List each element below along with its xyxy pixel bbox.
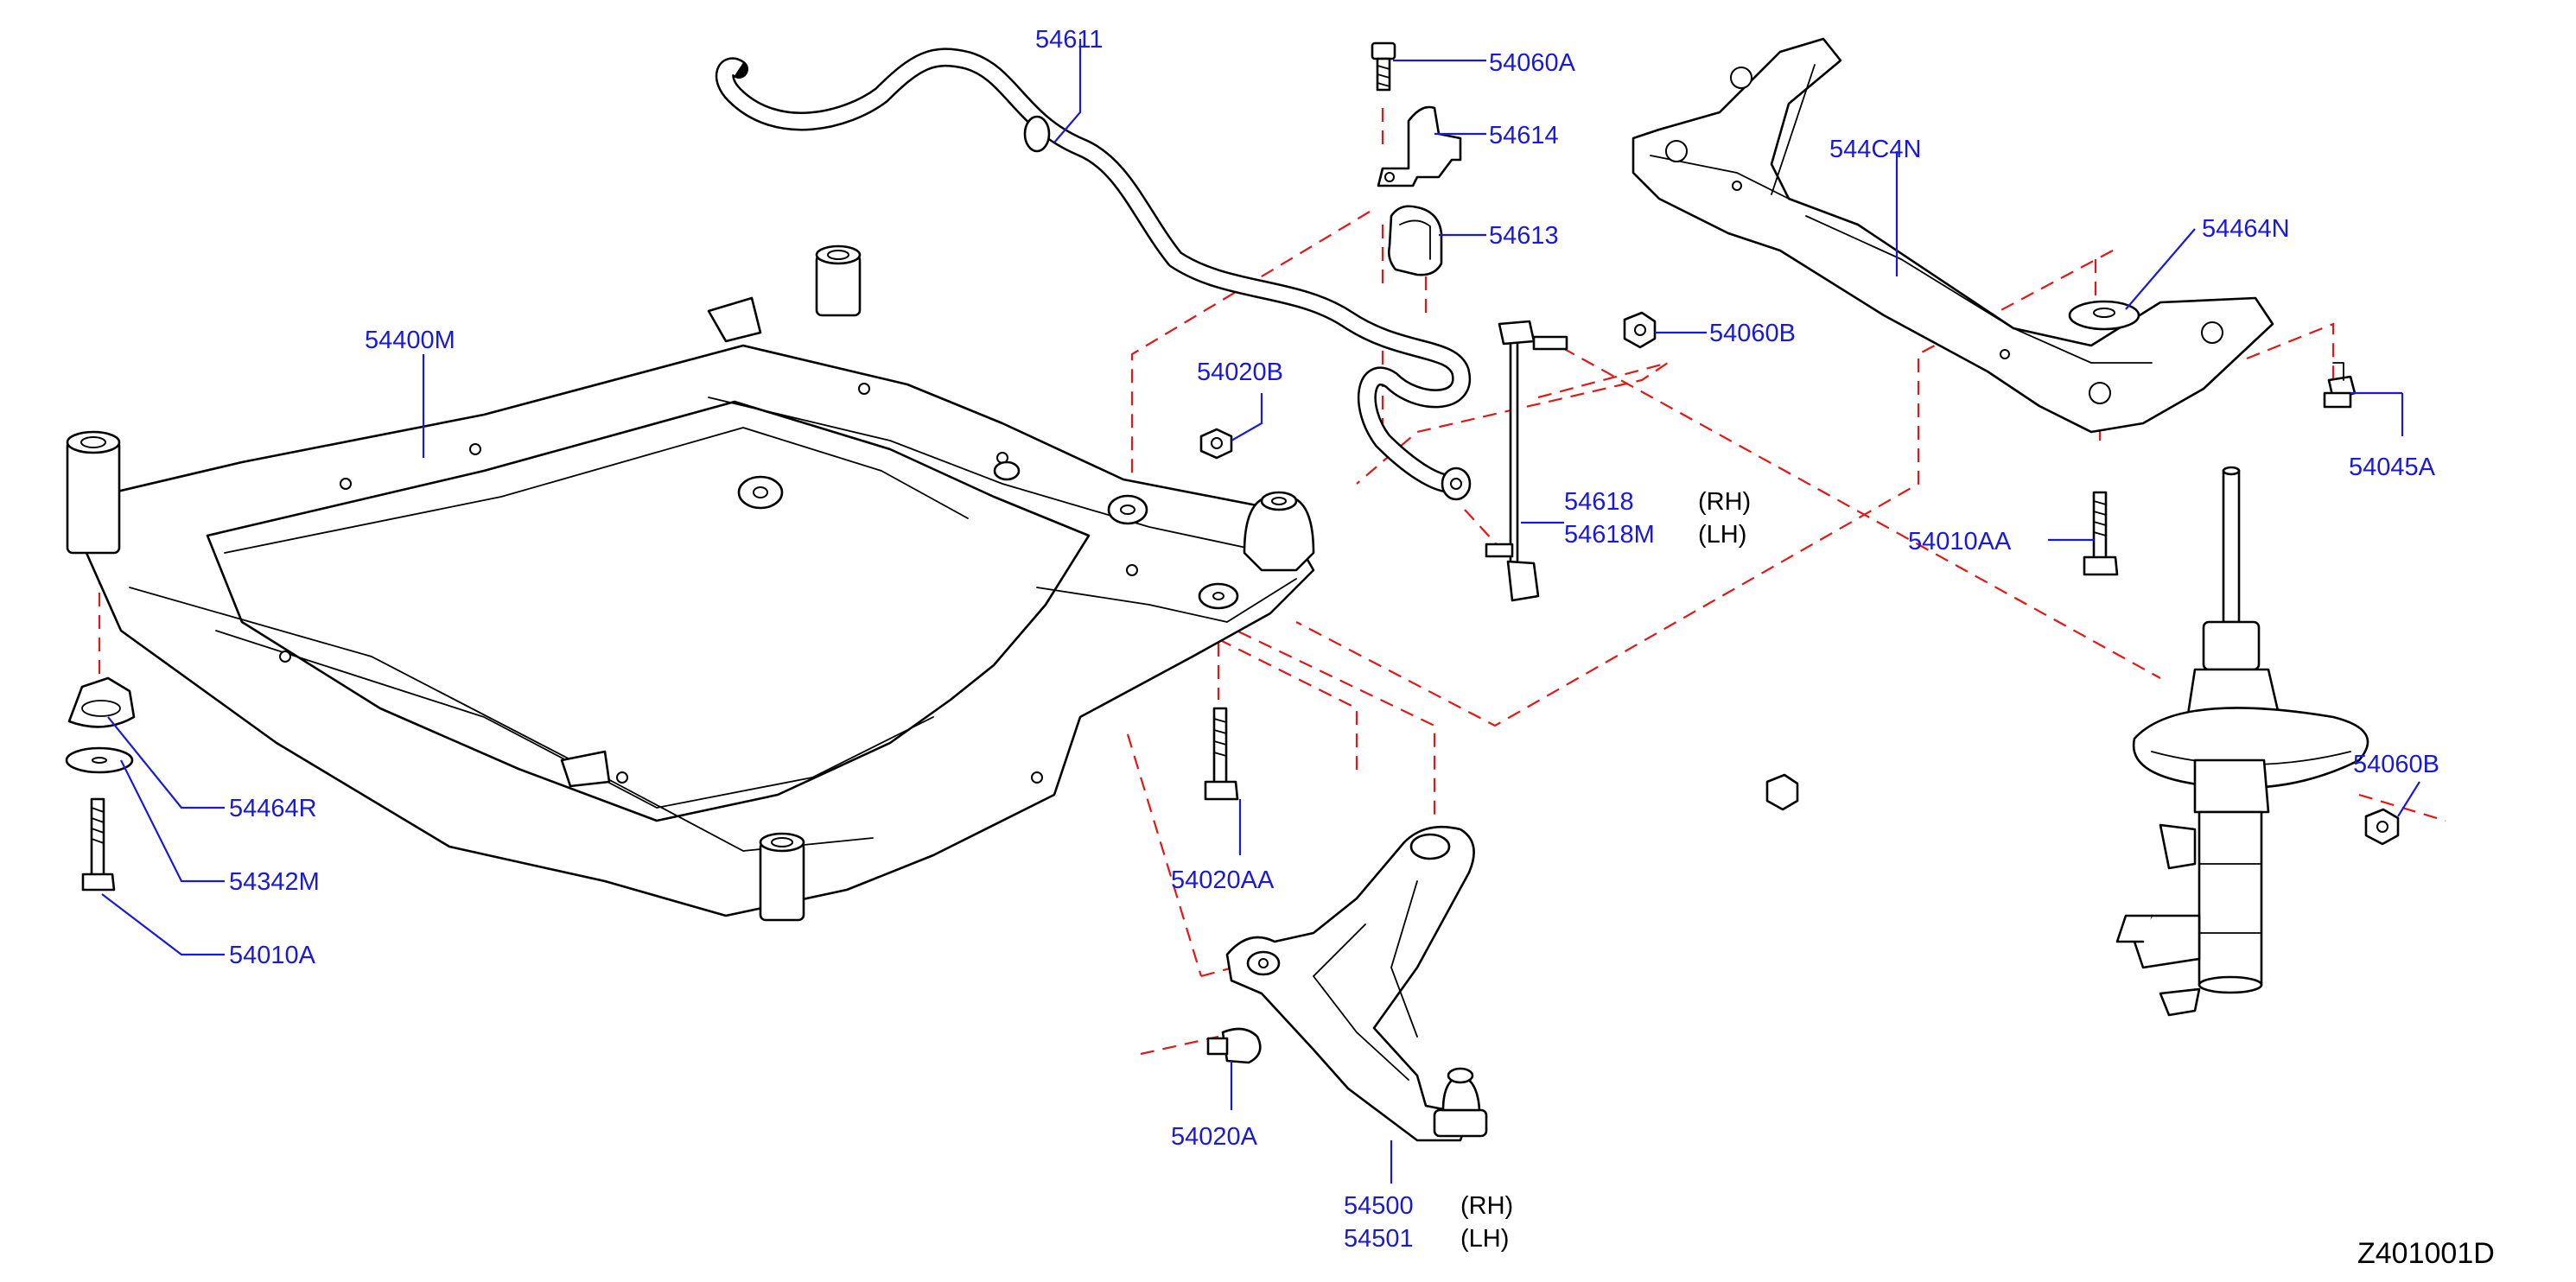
- insulator-54464R: [67, 676, 136, 728]
- front-subframe: [66, 244, 1315, 922]
- label-54060B-top: 54060B: [1709, 320, 1796, 347]
- label-54500: 54500: [1344, 1192, 1414, 1220]
- label-54618M: 54618M: [1564, 521, 1655, 549]
- label-54464N: 54464N: [2202, 215, 2290, 243]
- label-544C4N: 544C4N: [1829, 136, 1921, 163]
- leader-lines: [101, 39, 2420, 1184]
- bolt-54010A: [81, 797, 116, 892]
- label-54342M: 54342M: [229, 868, 320, 896]
- label-54501: 54501: [1344, 1225, 1414, 1253]
- label-54618: 54618: [1564, 488, 1634, 516]
- diagram-id: Z401001D: [2357, 1237, 2495, 1270]
- label-54020A: 54020A: [1171, 1123, 1258, 1151]
- label-54010A: 54010A: [229, 942, 316, 969]
- label-54611: 54611: [1035, 26, 1104, 54]
- bushing-54613: [1388, 205, 1443, 276]
- loose-nut: [1765, 773, 1799, 811]
- nut-54060B-top: [1623, 311, 1657, 349]
- nut-54060B-right: [2364, 808, 2400, 846]
- nut-54020B: [1199, 428, 1233, 460]
- label-54010AA: 54010AA: [1908, 528, 2012, 555]
- bolt-54020A: [1206, 1027, 1262, 1064]
- label-54618M-lh: (LH): [1698, 521, 1746, 549]
- stabilizer-bar: [715, 48, 1472, 501]
- part-labels: 54611 54060A 54614 54613 544C4N 54464N 5…: [229, 26, 2495, 1270]
- bushing-clamp-54614: [1377, 105, 1462, 187]
- label-54045A: 54045A: [2349, 454, 2436, 481]
- label-54613: 54613: [1489, 222, 1559, 250]
- lower-control-arm: [1225, 825, 1488, 1142]
- washer-54342M: [65, 746, 134, 774]
- insulator-54464N: [2068, 300, 2140, 331]
- label-54464R: 54464R: [229, 795, 317, 822]
- label-54060B-right: 54060B: [2353, 751, 2439, 778]
- bolt-54010AA: [2083, 491, 2119, 576]
- strut-assembly: [2115, 466, 2369, 1017]
- label-54060A: 54060A: [1489, 49, 1576, 77]
- label-54618-rh: (RH): [1698, 488, 1751, 516]
- rear-crossmember: [1631, 37, 2274, 434]
- label-54501-lh: (LH): [1460, 1225, 1509, 1253]
- label-54500-rh: (RH): [1460, 1192, 1513, 1220]
- bolt-54045A: [2323, 362, 2357, 409]
- label-54614: 54614: [1489, 122, 1559, 149]
- label-54020AA: 54020AA: [1171, 866, 1275, 894]
- label-54400M: 54400M: [365, 327, 455, 354]
- bolt-54060A: [1371, 41, 1396, 92]
- stabilizer-link: [1485, 320, 1568, 602]
- label-54020B: 54020B: [1197, 359, 1283, 386]
- bolt-54020AA: [1204, 707, 1239, 801]
